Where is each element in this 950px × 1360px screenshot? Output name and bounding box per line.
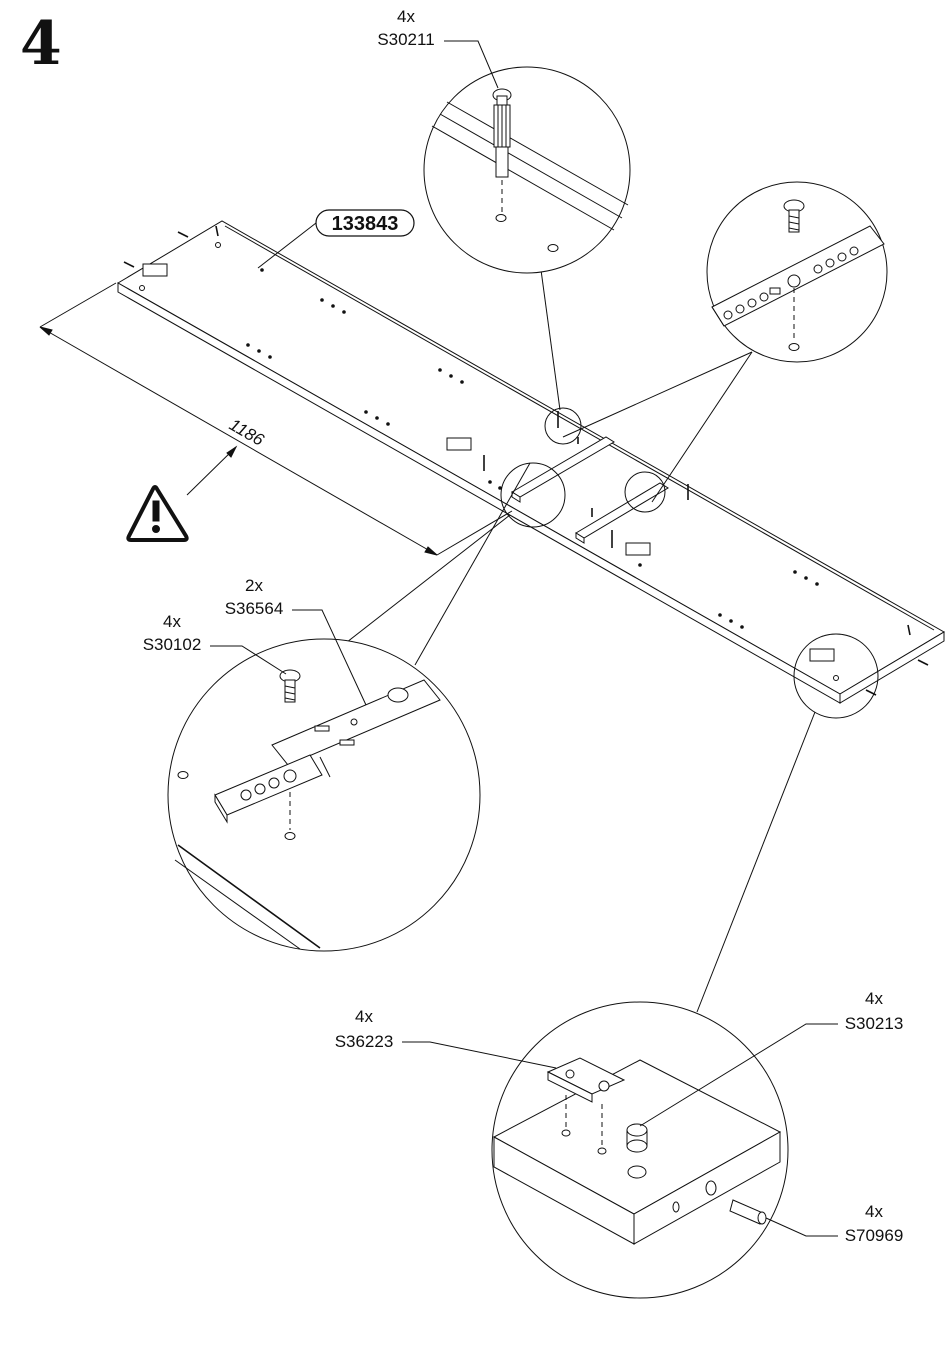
rail-holes	[723, 246, 859, 320]
zoom-rail-screw-detail	[706, 181, 888, 363]
callout-qty: 2x	[245, 576, 263, 595]
step-number: 4	[20, 9, 62, 79]
callout-qty: 4x	[865, 989, 883, 1008]
callout-s30213: 4x S30213	[639, 989, 904, 1127]
callout-code: S30211	[377, 30, 434, 49]
callout-s30102: 4x S30102	[143, 612, 287, 675]
dowel-part	[492, 88, 512, 178]
main-panel	[117, 220, 945, 704]
callout-s36223: 4x S36223	[335, 1007, 557, 1069]
callout-qty: 4x	[397, 7, 415, 26]
drawer-slides	[511, 436, 669, 544]
panel-holes	[246, 268, 819, 629]
callout-s30211: 4x S30211	[377, 7, 499, 89]
dimension-value: 1186	[226, 415, 268, 450]
slide-rail-part	[214, 679, 441, 824]
zoom-slide-detail	[167, 638, 481, 952]
wood-dowel-part	[729, 1199, 767, 1225]
callout-code: S36564	[225, 599, 284, 618]
part-number: 133843	[332, 213, 399, 235]
part-number-badge: 133843	[257, 209, 415, 269]
zoom-corner-detail	[491, 1001, 789, 1299]
callout-qty: 4x	[355, 1007, 373, 1026]
dimension-line: 1186	[39, 282, 513, 556]
detail-markers	[500, 407, 879, 719]
callout-code: S30213	[845, 1014, 904, 1033]
callout-code: S30102	[143, 635, 202, 654]
rail-screw-part	[783, 199, 805, 233]
warning-triangle-icon	[126, 485, 189, 542]
callout-s70969: 4x S70969	[765, 1202, 904, 1245]
callout-s36564: 2x S36564	[225, 576, 367, 706]
cam-lock-part	[626, 1123, 648, 1153]
panel-hardware	[123, 225, 929, 696]
callout-qty: 4x	[865, 1202, 883, 1221]
mount-plate-part	[546, 1057, 626, 1103]
zoom-dowel-detail	[423, 66, 631, 274]
callout-code: S36223	[335, 1032, 394, 1051]
callout-code: S70969	[845, 1226, 904, 1245]
callout-qty: 4x	[163, 612, 181, 631]
